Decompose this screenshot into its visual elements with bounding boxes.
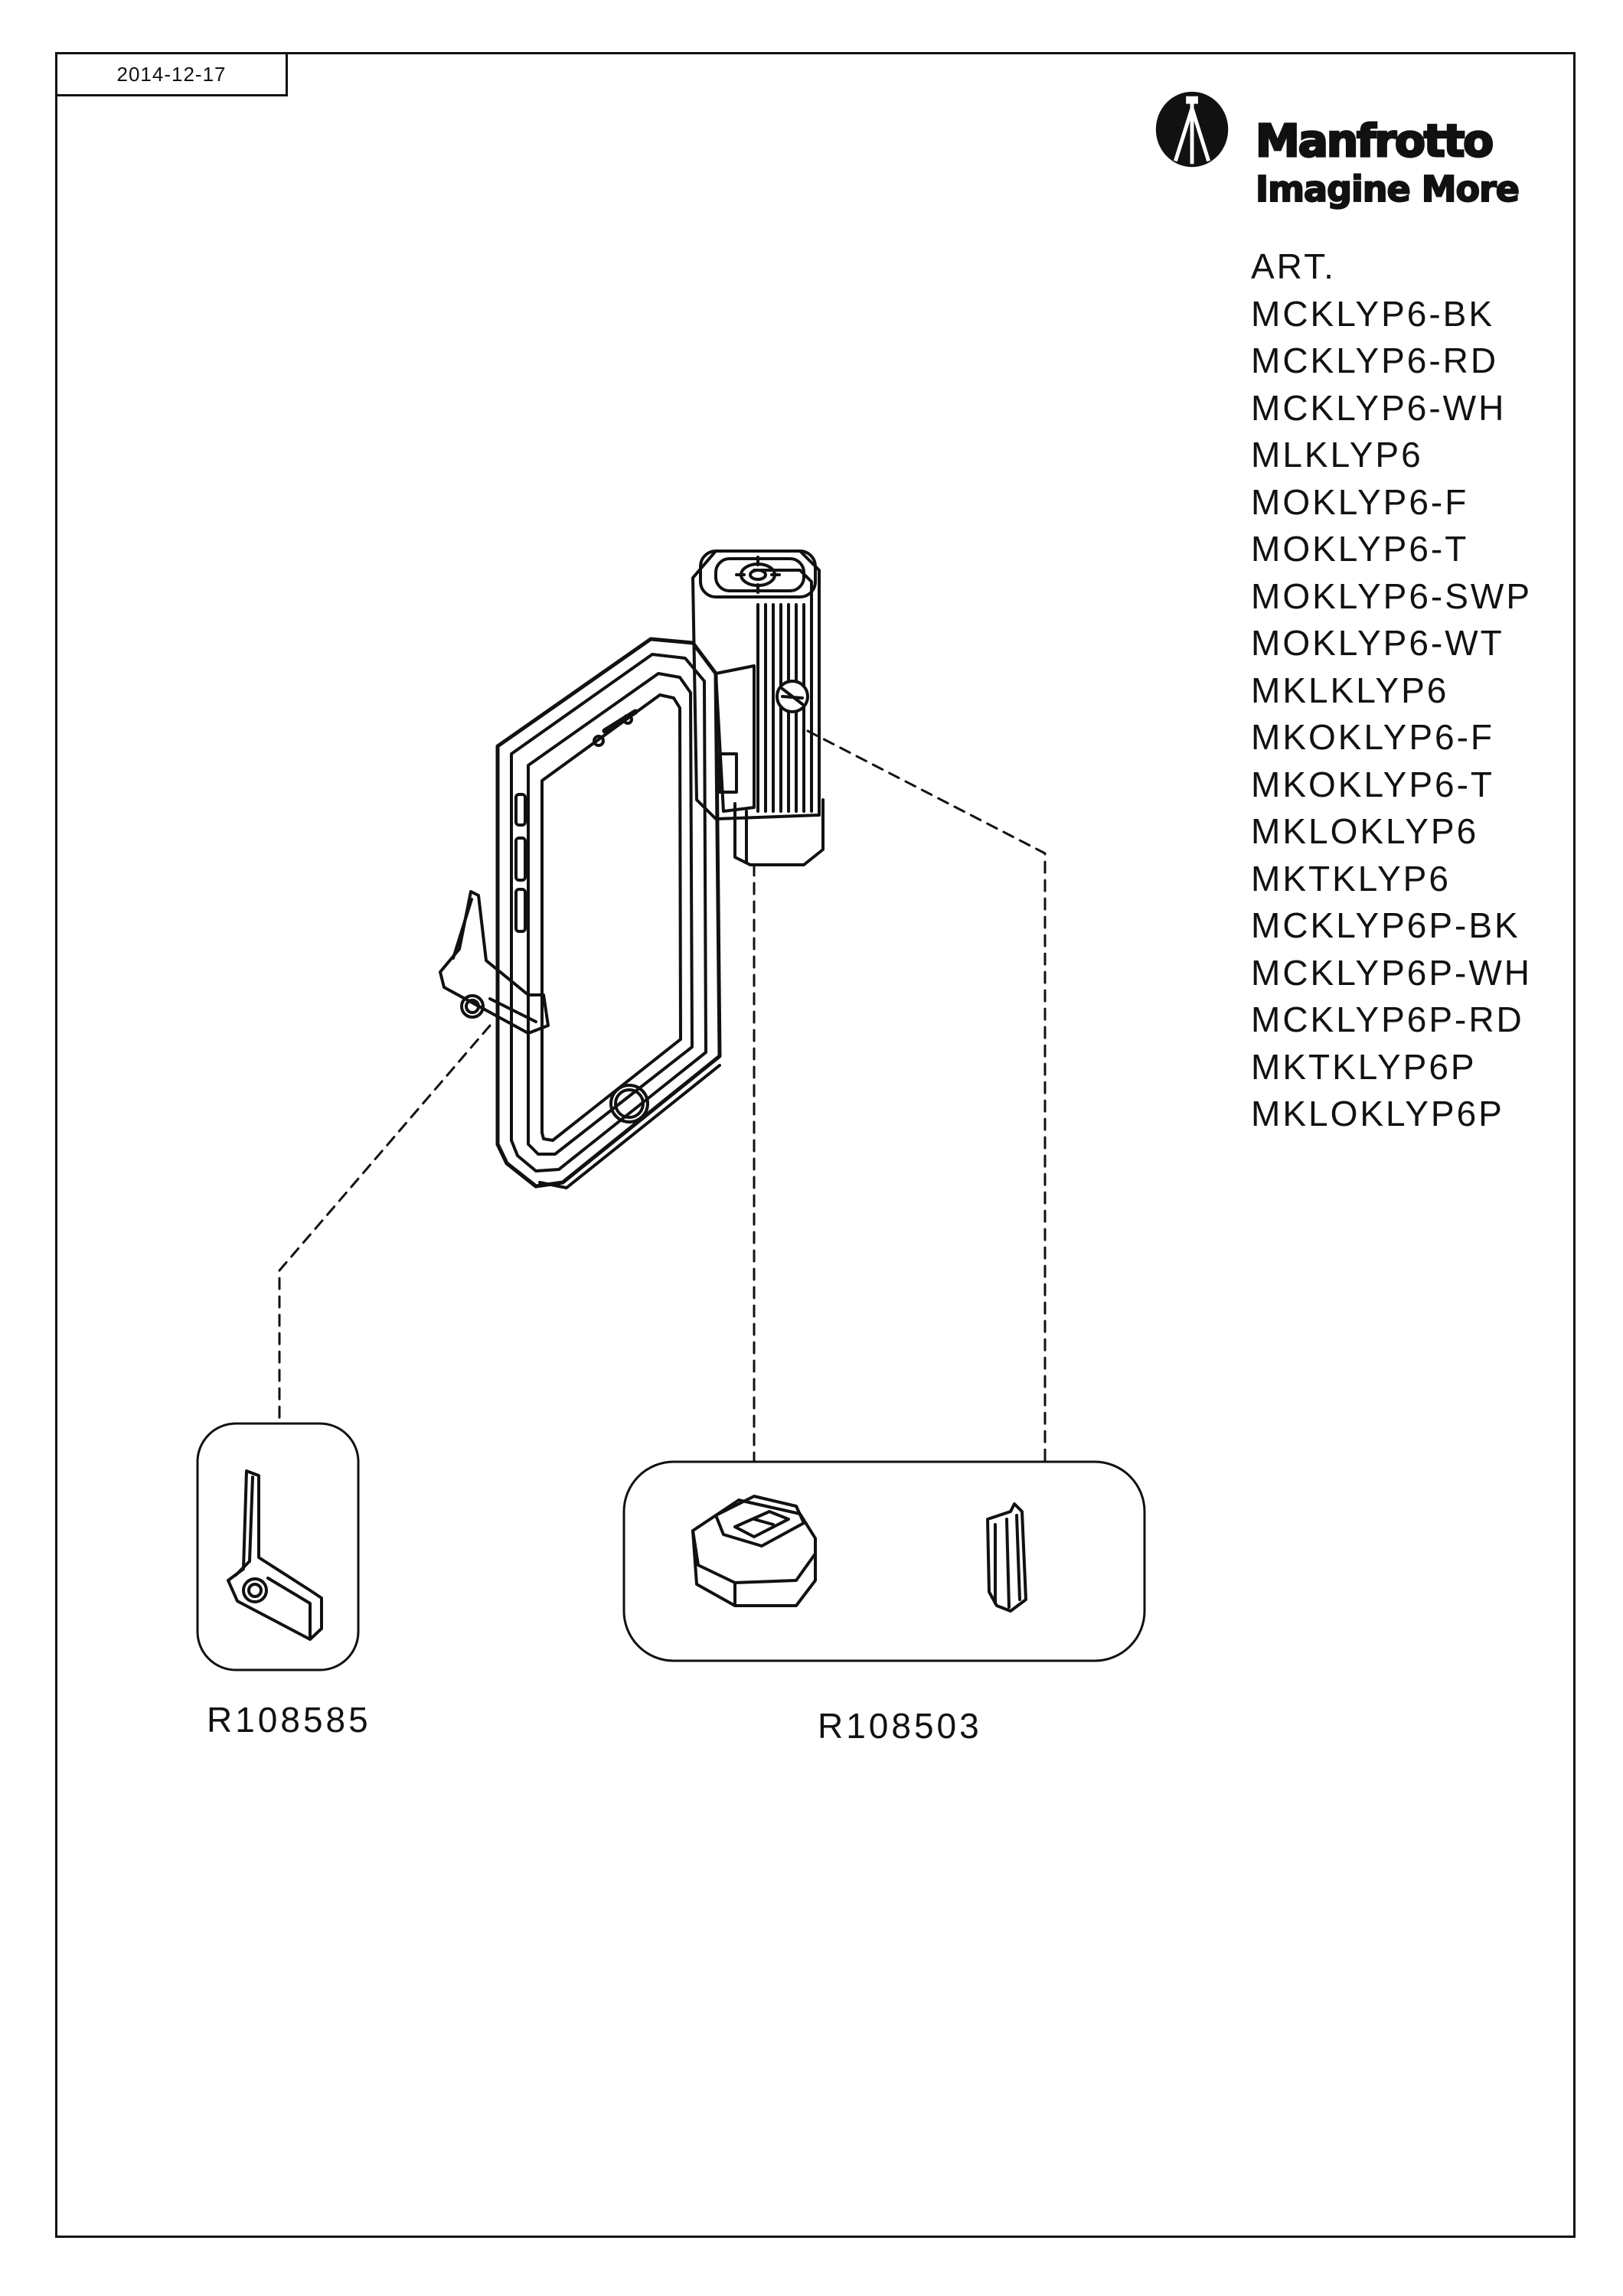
date-box: 2014-12-17 (55, 52, 288, 96)
grip-shoe-illustration (691, 550, 825, 866)
part-callout-box-r108585 (196, 1422, 360, 1671)
article-code-list: ART. MCKLYP6-BK MCKLYP6-RD MCKLYP6-WH ML… (1251, 243, 1532, 1138)
part-callout-box-r108503 (622, 1460, 1146, 1662)
page-frame (55, 52, 1576, 2238)
article-code: MCKLYP6P-WH (1251, 952, 1532, 993)
shoe-mount-icon (691, 1495, 817, 1607)
article-code: MCKLYP6P-RD (1251, 1000, 1524, 1039)
article-code: MCKLYP6P-BK (1251, 905, 1520, 945)
phone-clip-illustration (439, 890, 550, 1035)
leader-lines (278, 729, 1047, 1463)
leader-line-r108585 (278, 1024, 491, 1425)
adapter-insert-icon (986, 1502, 1027, 1613)
article-code: MCKLYP6-RD (1251, 341, 1499, 380)
document-date: 2014-12-17 (116, 62, 227, 86)
phone-clip-hook-icon (227, 1469, 323, 1641)
article-code: MOKLYP6-F (1251, 481, 1469, 522)
brand-name: Manfrotto (1254, 114, 1494, 168)
article-code: MKOKLYP6-T (1251, 764, 1494, 804)
article-code: MKOKLYP6-F (1251, 717, 1494, 757)
brand-logo: Manfrotto Imagine More (1148, 86, 1562, 239)
article-code: MOKLYP6-SWP (1251, 576, 1532, 616)
part-code-r108503: R108503 (818, 1706, 982, 1746)
article-code: MLKLYP6 (1251, 435, 1423, 475)
article-heading: ART. (1251, 246, 1336, 286)
leader-line-r108503-adapter (806, 729, 1047, 1463)
phone-case-illustration (495, 637, 722, 1189)
article-code: MOKLYP6-WT (1251, 623, 1504, 663)
article-code: MCKLYP6-BK (1251, 293, 1495, 334)
article-code: MKLOKLYP6 (1251, 811, 1479, 851)
article-code: MCKLYP6-WH (1251, 387, 1507, 428)
article-code: MKTKLYP6P (1251, 1046, 1477, 1087)
article-code: MOKLYP6-T (1251, 529, 1469, 569)
article-code: MKLOKLYP6P (1251, 1094, 1504, 1133)
brand-tagline: Imagine More (1255, 168, 1520, 210)
article-code: MKLKLYP6 (1251, 670, 1449, 710)
manfrotto-tripod-logo-icon (1155, 91, 1229, 168)
part-code-r108585: R108585 (207, 1700, 371, 1740)
article-code: MKTKLYP6 (1251, 858, 1451, 899)
